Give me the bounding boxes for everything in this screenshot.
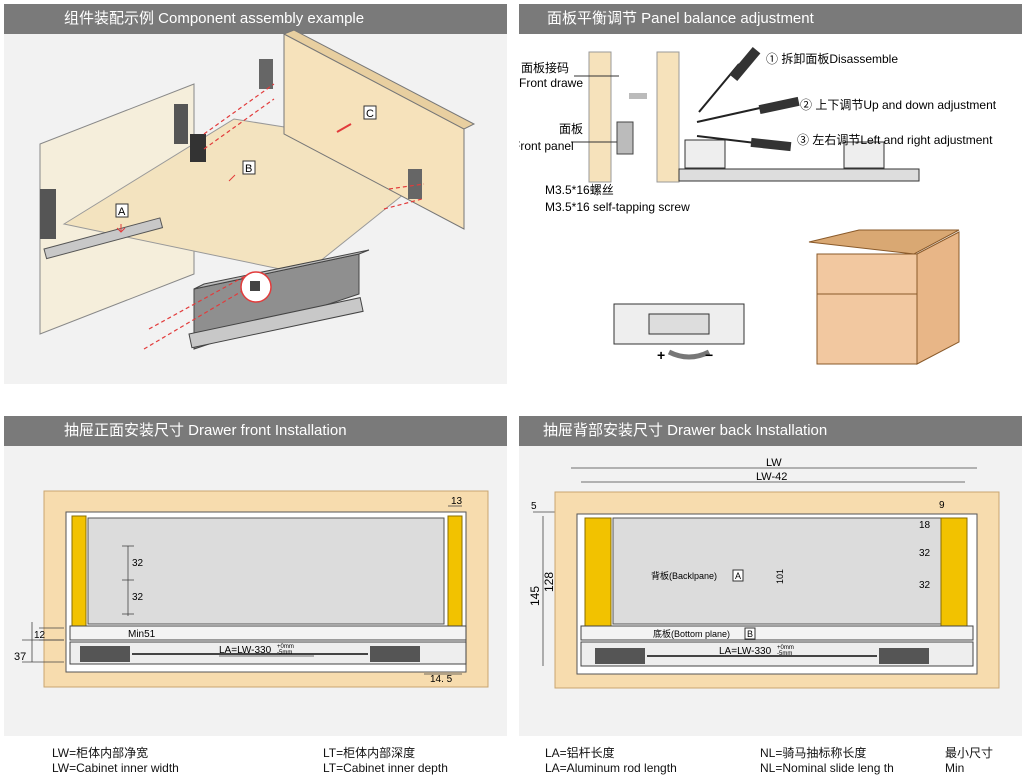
bracket-left [584, 517, 612, 639]
legend-lw-en: LW=Cabinet inner width [52, 761, 179, 775]
min51-label: Min51 [128, 629, 156, 640]
dim-9: 9 [939, 500, 945, 511]
dim-12: 12 [34, 630, 46, 641]
back-install-panel: 抽屉背部安装尺寸 Drawer back Installation LW LW-… [519, 416, 1022, 736]
dim-14-5: 14. 5 [430, 674, 453, 685]
balance-panel: 面板平衡调节 Panel balance adjustment 面板接码 Fro… [519, 4, 1022, 384]
legend-min-en: Min [945, 761, 965, 775]
cabinet-body [816, 253, 918, 365]
bottom-box: B [747, 629, 753, 639]
bracket-left [71, 515, 87, 627]
dim-lw-42: LW-42 [756, 471, 787, 483]
assembly-title: 组件装配示例 Component assembly example [4, 4, 507, 34]
backpanel-box: A [735, 571, 741, 581]
balance-drawing: 面板接码 Front drawe 面板 Front panel M3.5*16螺… [519, 46, 997, 365]
front-connector-en: Front drawe [519, 76, 583, 90]
legend-lt: LT=柜体内部深度 LT=Cabinet inner depth [323, 746, 448, 776]
minus-sign: − [705, 347, 713, 363]
dim-32-upper: 32 [919, 548, 931, 559]
backpanel-label: 背板(Backlpane) [651, 570, 717, 581]
label-b: B [245, 163, 252, 175]
slide-rail [188, 297, 364, 349]
front-install-drawing: 13 32 32 12 37 Min51 LA=LW-330 +0mm -5mm… [14, 490, 489, 688]
legend-lt-cn: LT=柜体内部深度 [323, 746, 416, 760]
dim-128: 128 [542, 572, 556, 592]
legend-nl: NL=骑马抽标称长度 NL=Nominal slide leng th [760, 746, 894, 776]
dim-145: 145 [528, 586, 542, 606]
dim-32-upper: 32 [132, 558, 144, 569]
legend-lw: LW=柜体内部净宽 LW=Cabinet inner width [52, 746, 179, 776]
screw-cn: M3.5*16螺丝 [545, 183, 614, 197]
plus-sign: + [657, 347, 665, 363]
dim-18: 18 [919, 520, 931, 531]
back-install-drawing: LW LW-42 5 9 18 32 32 145 128 101 背板(Bac… [528, 457, 1000, 689]
drawer-backpanel [612, 517, 942, 625]
drawer-gray-panel [87, 517, 445, 625]
dim-13: 13 [451, 496, 463, 507]
assembly-drawing: A B C [39, 29, 476, 350]
legend-la-cn: LA=铝杆长度 [545, 746, 615, 760]
legend-nl-en: NL=Nominal slide leng th [760, 761, 894, 775]
legend-lt-en: LT=Cabinet inner depth [323, 761, 448, 775]
la-tol-plus: +0mm [777, 645, 794, 651]
legend-la-en: LA=Aluminum rod length [545, 761, 677, 775]
bottom-label: 底板(Bottom plane) [653, 628, 730, 639]
dim-lw: LW [766, 457, 782, 469]
dim-5: 5 [531, 501, 537, 512]
bracket-right [447, 515, 463, 627]
front-panel-board-left [588, 51, 612, 183]
front-panel-en: Front panel [519, 139, 574, 153]
bracket-right [940, 517, 968, 639]
dim-37: 37 [14, 651, 26, 663]
la-tol-minus: -5mm [777, 651, 792, 657]
balance-title: 面板平衡调节 Panel balance adjustment [519, 4, 1022, 34]
legend-min-cn: 最小尺寸 [945, 746, 994, 760]
step-disassemble: ① 拆卸面板Disassemble [766, 51, 898, 66]
legend-nl-cn: NL=骑马抽标称长度 [760, 746, 867, 760]
bottom-plane [580, 625, 974, 641]
assembly-panel: 组件装配示例 Component assembly example [4, 4, 507, 384]
cabinet-top [808, 229, 960, 255]
screw-en: M3.5*16 self-tapping screw [545, 200, 690, 214]
dim-101: 101 [775, 569, 785, 584]
legend-min: 最小尺寸 Min [945, 746, 993, 776]
label-c: C [366, 108, 374, 120]
dim-32-lower: 32 [132, 592, 144, 603]
la-tol-plus: +0mm [277, 644, 294, 650]
front-panel-board-right [656, 51, 680, 183]
legend-la: LA=铝杆长度 LA=Aluminum rod length [545, 746, 677, 776]
legend-lw-cn: LW=柜体内部净宽 [52, 746, 149, 760]
step-up-down: ② 上下调节Up and down adjustment [800, 98, 997, 112]
front-install-panel: 抽屉正面安装尺寸 Drawer front Installation 13 32 [4, 416, 507, 736]
la-tol-minus: -5mm [277, 650, 292, 656]
step-left-right: ③ 左右调节Left and right adjustment [797, 132, 993, 147]
la-formula: LA=LW-330 [719, 646, 772, 657]
front-connector-cn: 面板接码 [521, 60, 569, 75]
dim-32-lower: 32 [919, 580, 931, 591]
la-formula: LA=LW-330 [219, 645, 272, 656]
label-a: A [118, 206, 126, 218]
back-install-title: 抽屉背部安装尺寸 Drawer back Installation [519, 416, 1022, 446]
front-install-title: 抽屉正面安装尺寸 Drawer front Installation [4, 416, 507, 446]
slide-rail [678, 168, 920, 182]
front-panel-cn: 面板 [559, 122, 583, 136]
